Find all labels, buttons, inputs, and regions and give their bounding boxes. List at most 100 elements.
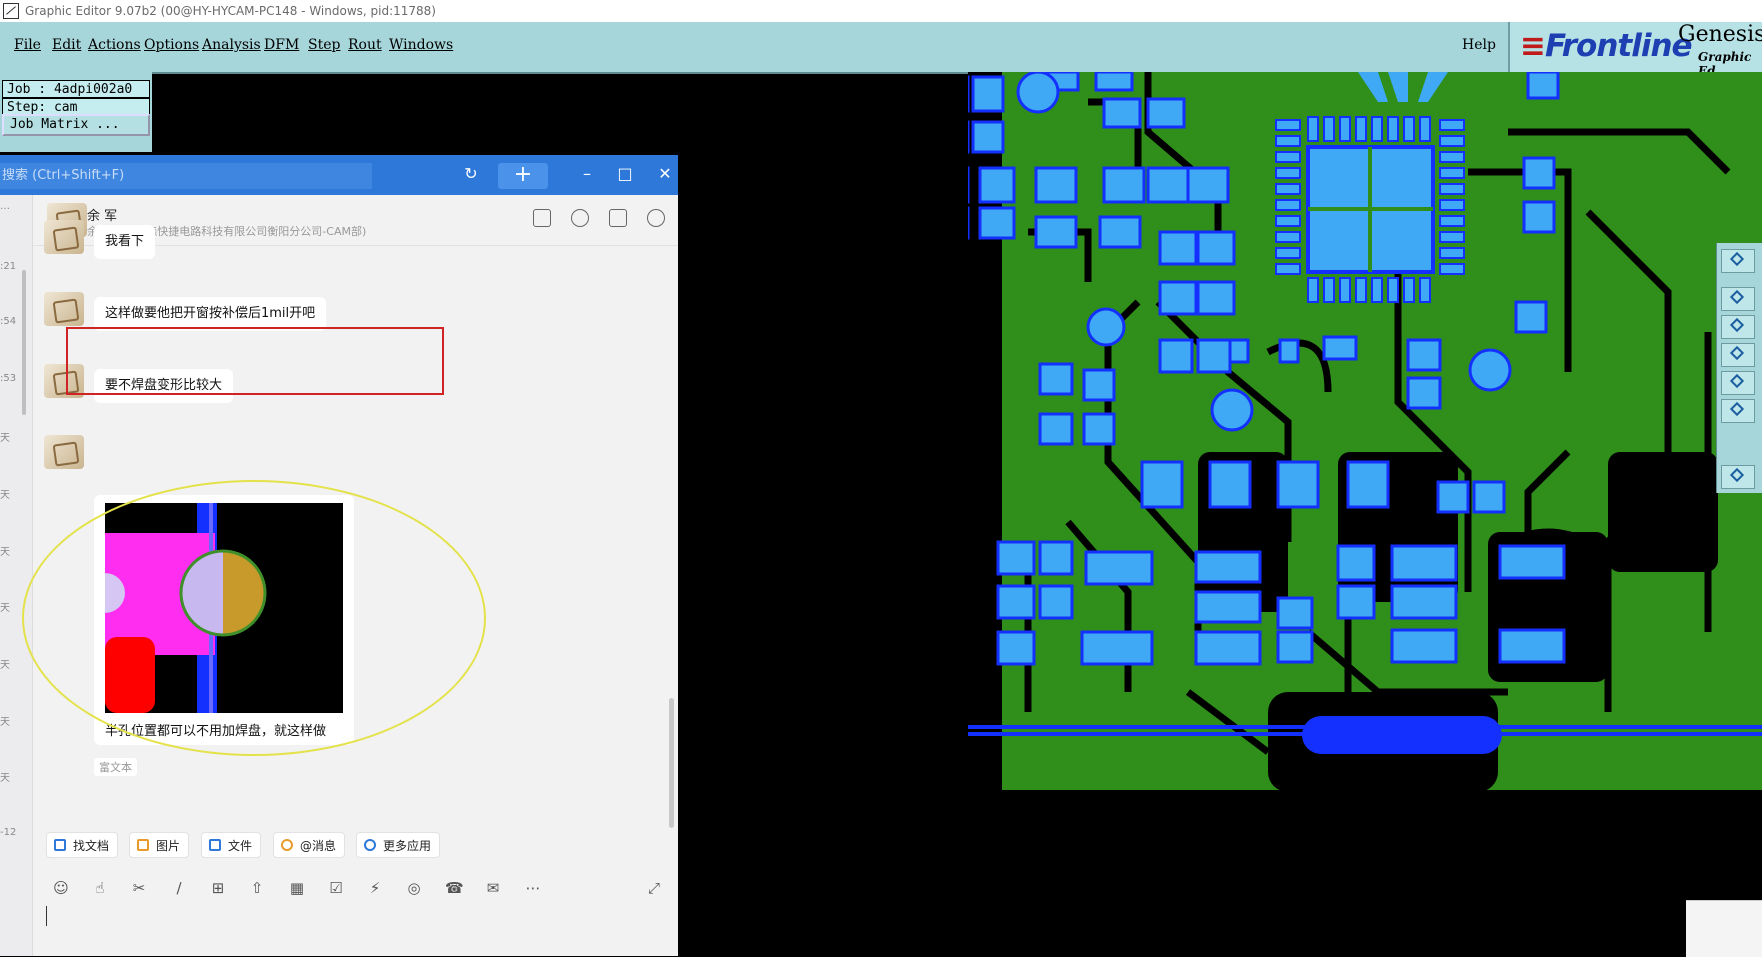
job-panel: Job : 4adpi002a0 Step: cam Job Matrix ..… [0,72,152,152]
genesis-menubar: File Edit Actions Options Analysis DFM S… [0,22,1762,78]
list-scrollbar[interactable] [22,270,26,415]
yellow-annotation-ellipse [22,480,486,756]
top-fingers [1358,72,1448,102]
rich-text-tag: 富文本 [94,758,137,776]
mention-button[interactable]: @消息 [273,832,346,858]
list-timestamp: :54 [0,316,17,327]
folder-icon [209,839,221,851]
message-bubble[interactable]: 这样做要他把开窗按补偿后1mil开吧 [94,297,327,331]
maximize-icon[interactable]: □ [617,164,633,183]
doc-search-icon [54,839,66,851]
menu-rout[interactable]: Rout [348,37,382,53]
contact-name: 余 军 [87,209,118,224]
menu-file[interactable]: File [14,37,41,53]
message-bubble[interactable]: 要不焊盘变形比较大 [94,369,234,403]
step-label: Step: cam [2,98,150,116]
chat-search-input[interactable]: 搜索 (Ctrl+Shift+F) [0,163,372,189]
list-timestamp: :53 [0,373,17,384]
side-tool-button-5[interactable] [1721,371,1755,395]
upload-icon[interactable]: ⇧ [250,879,264,897]
list-timestamp: 天 [0,433,10,444]
menu-options[interactable]: Options [144,37,200,53]
list-timestamp: -12 [0,827,17,838]
checkbox-icon[interactable]: ☑ [329,879,343,897]
history-icon[interactable]: ↻ [464,164,478,183]
side-tool-button-6[interactable] [1721,399,1755,423]
folder-icon[interactable] [533,209,551,227]
bottom-slot [1302,716,1502,754]
list-timestamp: 天 [0,773,10,784]
message-bubble[interactable]: 我看下 [94,225,156,259]
more-icon[interactable]: ⋯ [525,879,541,897]
menu-analysis[interactable]: Analysis [202,37,261,53]
add-note-icon[interactable]: ⊞ [211,879,225,897]
calendar-icon[interactable]: ▦ [289,879,305,897]
sender-avatar[interactable] [44,364,84,398]
more-apps-button[interactable]: 更多应用 [356,832,441,858]
red-annotation-box [66,327,444,395]
sender-avatar[interactable] [44,292,84,326]
brand-title: Genesis [1678,22,1762,47]
image-button[interactable]: 图片 [129,832,190,858]
phone-icon[interactable]: ☎ [445,879,464,897]
round-pads [1016,72,1512,432]
search-history-icon[interactable] [609,209,627,227]
minimize-icon[interactable]: – [583,164,591,183]
pcb-canvas[interactable] [968,72,1762,956]
list-timestamp: :21 [0,261,17,272]
window-title-bar: Graphic Editor 9.07b2 (00@HY-HYCAM-PC148… [0,0,1762,22]
smd-pads [968,72,1566,666]
find-docs-button[interactable]: 找文档 [46,832,119,858]
list-timestamp: 天 [0,717,10,728]
menu-windows[interactable]: Windows [389,37,454,53]
apps-icon [364,839,376,851]
slash-command-icon[interactable]: ∕ [176,879,182,897]
window-title: Graphic Editor 9.07b2 (00@HY-HYCAM-PC148… [25,4,436,18]
new-chat-button[interactable]: + [498,163,548,189]
menu-help[interactable]: Help [1462,37,1496,53]
emoji-icon[interactable]: ☺ [53,879,69,897]
side-tool-button-3[interactable] [1721,315,1755,339]
at-icon [281,839,293,851]
brand-area: ≡Frontline Genesis Graphic Ed [1508,22,1762,78]
message-input[interactable] [46,906,47,926]
list-timestamp: … [0,201,10,212]
lightning-icon[interactable]: ⚡ [369,879,381,897]
job-label: Job : 4adpi002a0 [2,80,150,98]
side-tool-button-1[interactable] [1721,249,1755,273]
qfn-ic [1306,145,1435,274]
file-button[interactable]: 文件 [201,832,262,858]
messages-scrollbar[interactable] [669,698,674,828]
side-tool-button-7[interactable] [1721,465,1755,489]
mail-icon[interactable]: ✉ [486,879,500,897]
menu-actions[interactable]: Actions [88,37,141,53]
menu-dfm[interactable]: DFM [264,37,300,53]
taskbar-peek[interactable] [1686,900,1762,957]
sender-avatar[interactable] [44,220,84,254]
screen-record-icon[interactable]: ◎ [407,879,421,897]
contact-org: 余军(广州兴森快捷电路科技有限公司衡阳分公司-CAM部) [87,225,367,238]
ic-pins [1275,116,1465,303]
menu-edit[interactable]: Edit [52,37,82,53]
job-matrix-button[interactable]: Job Matrix ... [2,114,150,136]
expand-icon[interactable]: ⤢ [647,879,660,897]
scissors-icon[interactable]: ✂ [132,879,146,897]
app-icon [3,3,19,19]
list-timestamp: 天 [0,660,10,671]
add-member-icon[interactable] [571,209,589,227]
list-timestamp: 天 [0,490,10,501]
settings-gear-icon[interactable] [647,209,665,227]
frontline-logo: ≡Frontline [1520,28,1693,64]
chat-topbar: 搜索 (Ctrl+Shift+F) ↻ + – □ ✕ [0,155,678,195]
menu-step[interactable]: Step [308,37,341,53]
list-timestamp: 天 [0,603,10,614]
conversation-list-strip: … :21 :54 :53 天 天 天 天 天 天 天 -12 [0,195,33,956]
genesis-side-toolbar [1716,243,1762,493]
side-tool-button-4[interactable] [1721,343,1755,367]
list-timestamp: 天 [0,547,10,558]
side-tool-button-2[interactable] [1721,287,1755,311]
thumbs-up-icon[interactable]: ☝ [95,879,105,897]
sender-avatar[interactable] [44,435,84,469]
image-icon [137,839,149,851]
close-icon[interactable]: ✕ [658,164,672,183]
